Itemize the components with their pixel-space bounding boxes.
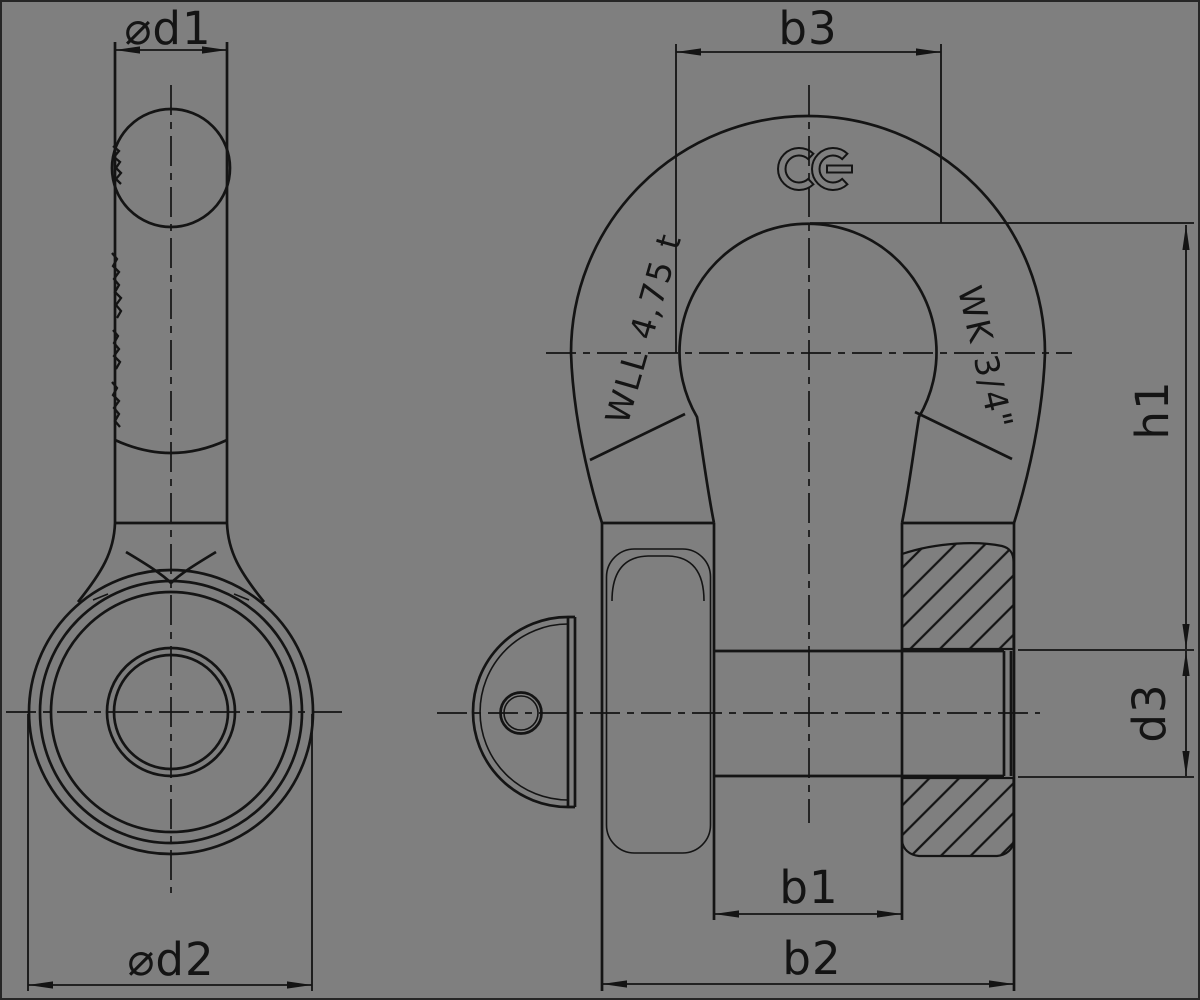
dimension-label-b3: b3: [778, 2, 837, 55]
eye-hole-outer: [105, 646, 237, 778]
dimension-d1: ⌀d1: [115, 2, 227, 55]
left-stamp-facet-line: [589, 412, 686, 462]
pin-head-hole-inner: [503, 695, 539, 731]
side-view: [27, 42, 315, 856]
size-marking: WK 3/4": [950, 282, 1021, 434]
flare-tangent-ticks: [92, 593, 250, 601]
dimension-h1: h1: [810, 222, 1194, 651]
dimension-d3: d3: [1018, 651, 1194, 778]
ce-mark: CE: [777, 147, 853, 191]
centerlines: [6, 85, 1072, 893]
eye-hole-inner: [112, 653, 230, 771]
ce-letter-c: [777, 147, 815, 191]
eye-outer-circle: [27, 568, 315, 856]
dimension-label-b2: b2: [782, 932, 841, 985]
section-hatch-lower: [900, 776, 1015, 858]
pin-shank-edges: [714, 649, 1004, 778]
dimension-label-b1: b1: [779, 861, 838, 914]
left-ear-face-inner-arcs: [611, 555, 705, 602]
flare-outer-right: [225, 522, 266, 603]
dimension-label-h1: h1: [1126, 380, 1179, 439]
pin-head-dome-outer: [471, 615, 569, 809]
dimension-label-d3: d3: [1123, 683, 1176, 742]
pin-head-sphere: [110, 107, 232, 229]
dimension-b3: b3: [675, 2, 942, 353]
pin-end-face: [1002, 651, 1013, 776]
dimension-label-d1: ⌀d1: [124, 2, 211, 55]
dimension-b2: b2: [602, 932, 1014, 988]
ce-letter-e-bar: [826, 164, 853, 174]
eye-face-circle: [49, 590, 293, 834]
pin-head: [471, 615, 577, 809]
flare-outer-left: [76, 522, 117, 603]
left-ear-face-contour: [605, 548, 712, 854]
section-hatch-upper: [900, 542, 1015, 651]
bow-outer-contour: [569, 114, 1047, 524]
flare-inner-right: [170, 550, 217, 584]
forge-stamp-squiggles: [111, 145, 123, 428]
pin-head-dome-inner: [479, 623, 569, 801]
dimension-label-d2: ⌀d2: [127, 933, 214, 986]
pin-head-collar: [566, 615, 577, 809]
shaft-transition-arc: [114, 438, 228, 455]
right-stamp-facet-line: [914, 410, 1013, 461]
dimensions: ⌀d1 b3 h1 d3 b1 b2 ⌀d2: [27, 2, 1194, 991]
flare-inner-left: [125, 550, 172, 584]
dimension-d2: ⌀d2: [27, 714, 313, 991]
pin-head-hole-outer: [499, 691, 543, 735]
eye-middle-circle: [38, 579, 304, 845]
sectioned-ear: [900, 542, 1015, 858]
ce-letter-e: [811, 147, 849, 191]
front-view: CE WLL 4,75 t WK 3/4": [471, 114, 1047, 991]
dimension-b1: b1: [714, 861, 902, 918]
bow-inner-contour: [678, 222, 938, 524]
